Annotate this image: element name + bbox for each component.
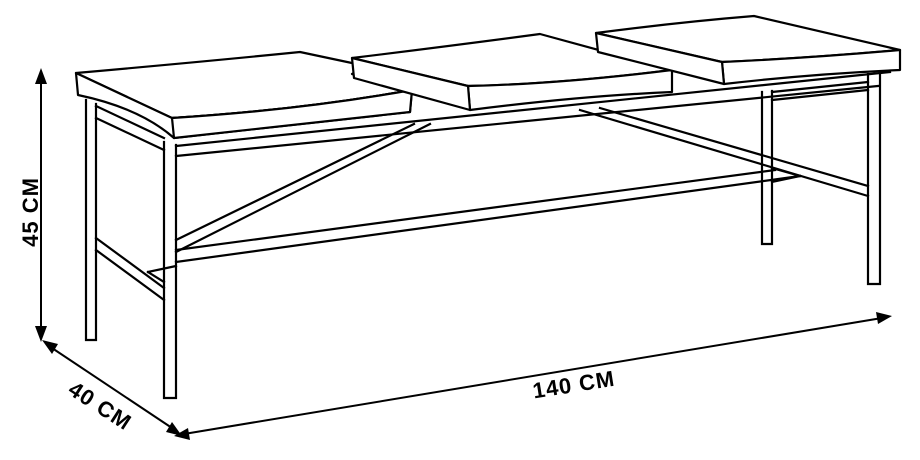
right-front-leg (866, 71, 882, 286)
seat-left (74, 50, 414, 140)
seat-right-front (720, 48, 902, 86)
width-dimension-arrow: 140 CM (174, 312, 892, 440)
left-side-lower-rail (94, 236, 166, 302)
depth-arrow-head-start (42, 340, 58, 354)
height-label: 45 CM (18, 177, 43, 247)
width-arrow-line (183, 317, 883, 435)
width-label: 140 CM (531, 366, 617, 404)
front-lower-stretcher (174, 168, 802, 264)
width-arrow-head-end (876, 312, 892, 324)
right-side-top-rail (578, 106, 870, 198)
front-diagonal-brace (174, 122, 432, 254)
seat-right-side (594, 31, 726, 86)
seat-left-front (170, 88, 414, 140)
width-arrow-head-start (174, 428, 190, 440)
depth-arrow-head-end (166, 422, 182, 436)
right-lower-connector (770, 166, 802, 184)
left-side-top-rail (94, 104, 166, 152)
front-left-gusset (146, 264, 178, 284)
seat-middle-front (466, 68, 674, 112)
depth-dimension-arrow: 40 CM (42, 340, 182, 436)
depth-label: 40 CM (64, 376, 136, 435)
seat-right (594, 14, 902, 86)
depth-arrow-line (51, 347, 173, 429)
seat-middle (350, 32, 674, 112)
left-back-leg (84, 98, 98, 342)
height-arrow-head-top (35, 68, 47, 84)
height-dimension-arrow: 45 CM (18, 68, 47, 342)
back-top-rail (770, 80, 870, 102)
seat-middle-side (350, 56, 472, 112)
left-front-leg (162, 140, 178, 400)
height-arrow-head-bottom (35, 326, 47, 342)
bench-frame (84, 70, 892, 400)
